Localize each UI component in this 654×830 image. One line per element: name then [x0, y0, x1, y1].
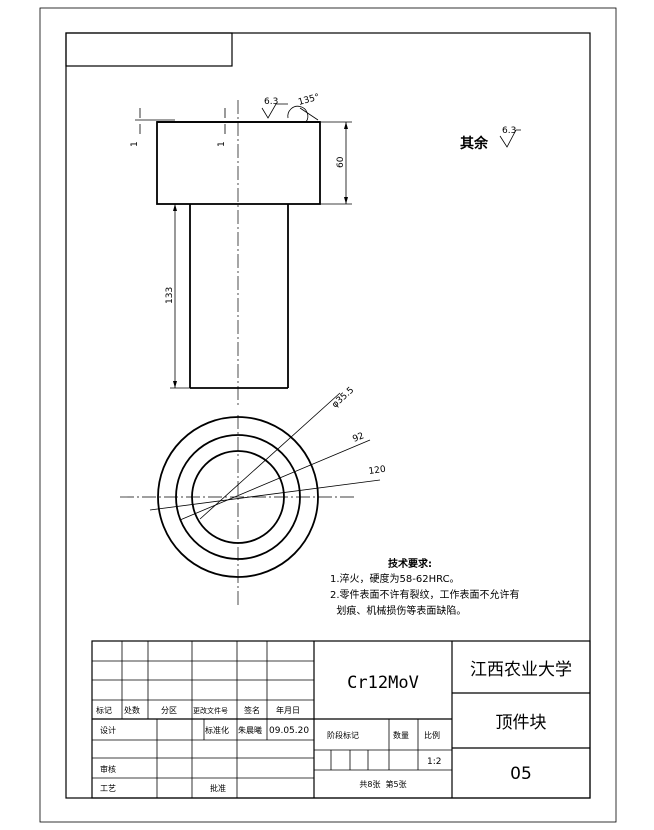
- label-process: 工艺: [100, 784, 116, 793]
- label-signature: 签名: [244, 705, 260, 715]
- label-quantity: 数量: [393, 730, 409, 740]
- tech-requirements: 技术要求: 1.淬火，硬度为58-62HRC。 2.零件表面不许有裂纹，工作表面…: [330, 557, 520, 617]
- dim-diameter-92: 92: [351, 431, 365, 445]
- school-name: 江西农业大学: [470, 660, 572, 680]
- tech-title: 技术要求:: [388, 557, 432, 570]
- scale-value: 1:2: [427, 757, 441, 767]
- drawing-number: 05: [510, 764, 532, 784]
- label-stage-mark: 阶段标记: [327, 730, 359, 740]
- other-roughness-label: 其余: [460, 135, 489, 152]
- dim-top-offset-left: 1: [130, 141, 140, 147]
- label-scale: 比例: [424, 730, 440, 740]
- label-mark: 标记: [96, 705, 112, 715]
- label-design: 设计: [100, 725, 116, 735]
- corner-box: [65, 32, 233, 67]
- inner-frame: [65, 32, 591, 799]
- dim-head-height: 60: [336, 156, 346, 168]
- label-zone: 分区: [161, 706, 177, 715]
- top-view: φ35.5 92 120: [120, 385, 387, 605]
- dim-top-offset-right: 1: [217, 141, 227, 147]
- tech-line-1: 1.淬火，硬度为58-62HRC。: [330, 572, 460, 585]
- dim-shank-length: 133: [165, 287, 175, 304]
- title-block: 标记 处数 分区 更改文件号 签名 年月日 设计 标准化 朱晨曦 09.05.2…: [91, 640, 591, 799]
- sheet-info: 共8张 第5张: [359, 779, 406, 789]
- dim-diameter-120: 120: [368, 465, 387, 477]
- tech-line-2: 2.零件表面不许有裂纹，工作表面不允许有: [330, 588, 520, 601]
- tech-line-3: 划痕、机械损伤等表面缺陷。: [330, 604, 466, 617]
- label-count: 处数: [124, 705, 140, 715]
- front-view: 1 1 60 133 6.3 135°: [130, 93, 352, 405]
- outer-border: [39, 7, 617, 823]
- material: Cr12MoV: [347, 673, 419, 693]
- other-roughness-value: 6.3: [502, 126, 516, 136]
- label-change-doc: 更改文件号: [193, 706, 228, 715]
- label-date: 年月日: [276, 705, 300, 715]
- standardize-date: 09.05.20: [269, 726, 309, 736]
- part-name: 顶件块: [496, 713, 547, 733]
- label-review: 审核: [100, 764, 116, 774]
- roughness-top: 6.3: [264, 97, 278, 107]
- angle-135: 135°: [297, 93, 321, 108]
- standardize-person: 朱晨曦: [238, 725, 262, 735]
- other-roughness-note: 其余 6.3: [460, 126, 521, 152]
- label-approve: 批准: [210, 783, 226, 793]
- label-standardize: 标准化: [205, 725, 229, 735]
